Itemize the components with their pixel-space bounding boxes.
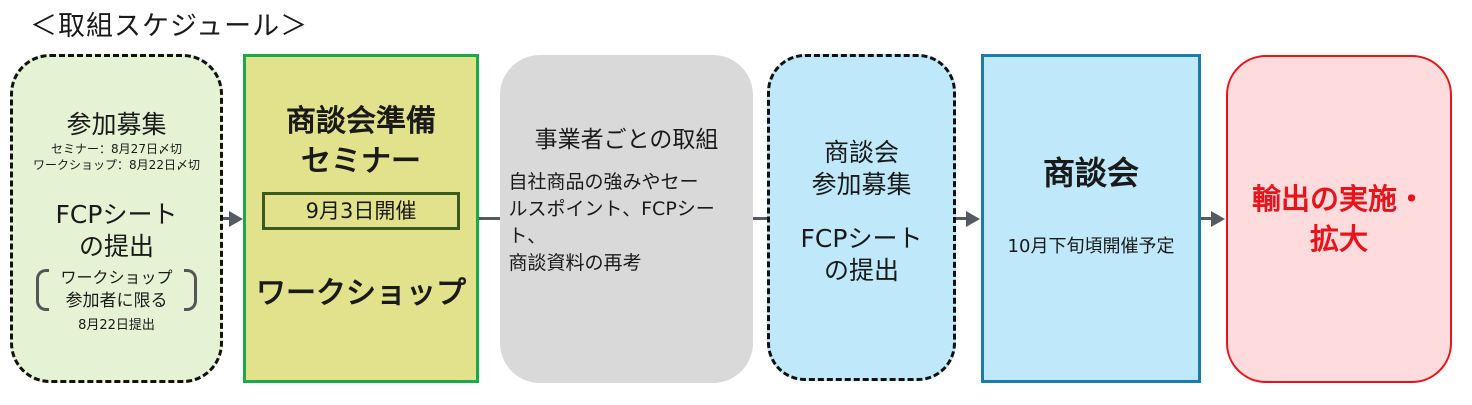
connector-5-6 [1201, 217, 1213, 220]
step1-deadline-workshop: ワークショップ：8月22日〆切 [33, 157, 200, 172]
step-trade-fair-recruitment: 商談会 参加募集 FCPシート の提出 [767, 54, 956, 381]
step3-body-line3: 商談資料の再考 [508, 252, 642, 274]
step-trade-fair: 商談会 10月下旬頃開催予定 [981, 54, 1201, 383]
step4-heading-2: 参加募集 [811, 169, 912, 199]
step-seminar: 商談会準備 セミナー 9月3日開催 ワークショップ [243, 54, 479, 383]
arrow-right-icon [966, 211, 980, 227]
step5-heading: 商談会 [1042, 153, 1139, 192]
step6-heading-2: 拡大 [1309, 222, 1368, 256]
step1-fcp-heading: FCPシート [55, 199, 178, 229]
step3-body-line2: ルスポイント、FCPシート、 [508, 198, 715, 247]
step5-schedule: 10月下旬頃開催予定 [1007, 235, 1175, 257]
step2-heading-1: 商談会準備 [286, 103, 436, 139]
connector-4-5 [956, 217, 968, 220]
step1-deadline-seminar: セミナー：8月27日〆切 [51, 141, 182, 156]
step-export: 輸出の実施・ 拡大 [1226, 55, 1452, 383]
step4-fcp-heading: FCPシート [800, 223, 923, 253]
step6-heading-1: 輸出の実施・ [1251, 182, 1426, 216]
step2-heading-2: セミナー [301, 143, 421, 179]
step3-body-line1: 自社商品の強みやセー [508, 171, 699, 193]
step2-date-badge: 9月3日開催 [262, 191, 460, 230]
step3-heading: 事業者ごとの取組 [534, 127, 719, 153]
step4-heading-1: 商談会 [823, 137, 899, 167]
step3-body: 自社商品の強みやセー ルスポイント、FCPシート、 商談資料の再考 [509, 169, 745, 277]
step1-fcp-submit: の提出 [78, 231, 154, 261]
step2-workshop: ワークショップ [256, 275, 466, 311]
step1-heading: 参加募集 [66, 109, 167, 139]
step1-bracket-line2: 参加者に限る [65, 290, 168, 311]
step-recruitment: 参加募集 セミナー：8月27日〆切 ワークショップ：8月22日〆切 FCPシート… [10, 54, 223, 383]
connector-2-3 [479, 217, 500, 220]
step-business-effort: 事業者ごとの取組 自社商品の強みやセー ルスポイント、FCPシート、 商談資料の… [500, 55, 753, 383]
step4-fcp-submit: の提出 [823, 255, 899, 285]
step1-bracket-note: ワークショップ 参加者に限る [36, 267, 197, 313]
step1-bracket-line1: ワークショップ [60, 267, 173, 287]
arrow-right-icon [229, 211, 243, 227]
connector-1-2 [223, 217, 231, 220]
connector-3-4 [753, 217, 767, 220]
arrow-right-icon [1211, 211, 1225, 227]
page-title: ＜取組スケジュール＞ [30, 11, 309, 42]
step1-submit-date: 8月22日提出 [78, 317, 155, 333]
